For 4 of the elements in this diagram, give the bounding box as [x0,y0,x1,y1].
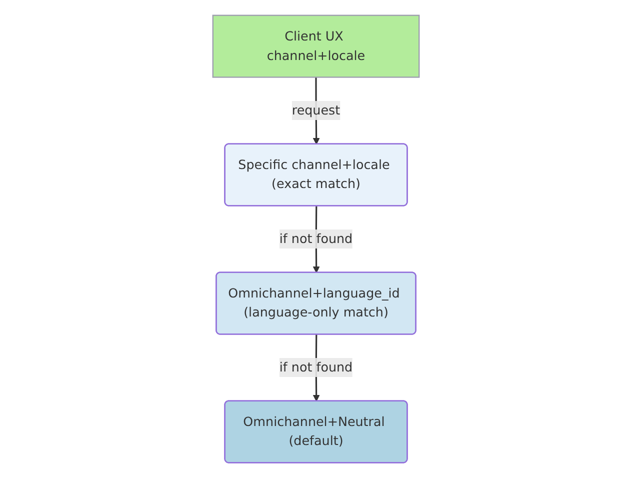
edge-label: request [292,102,340,118]
edge-label: if not found [279,231,353,246]
edge-label: if not found [279,360,353,375]
node-box: Client UX channel+locale [212,14,420,78]
